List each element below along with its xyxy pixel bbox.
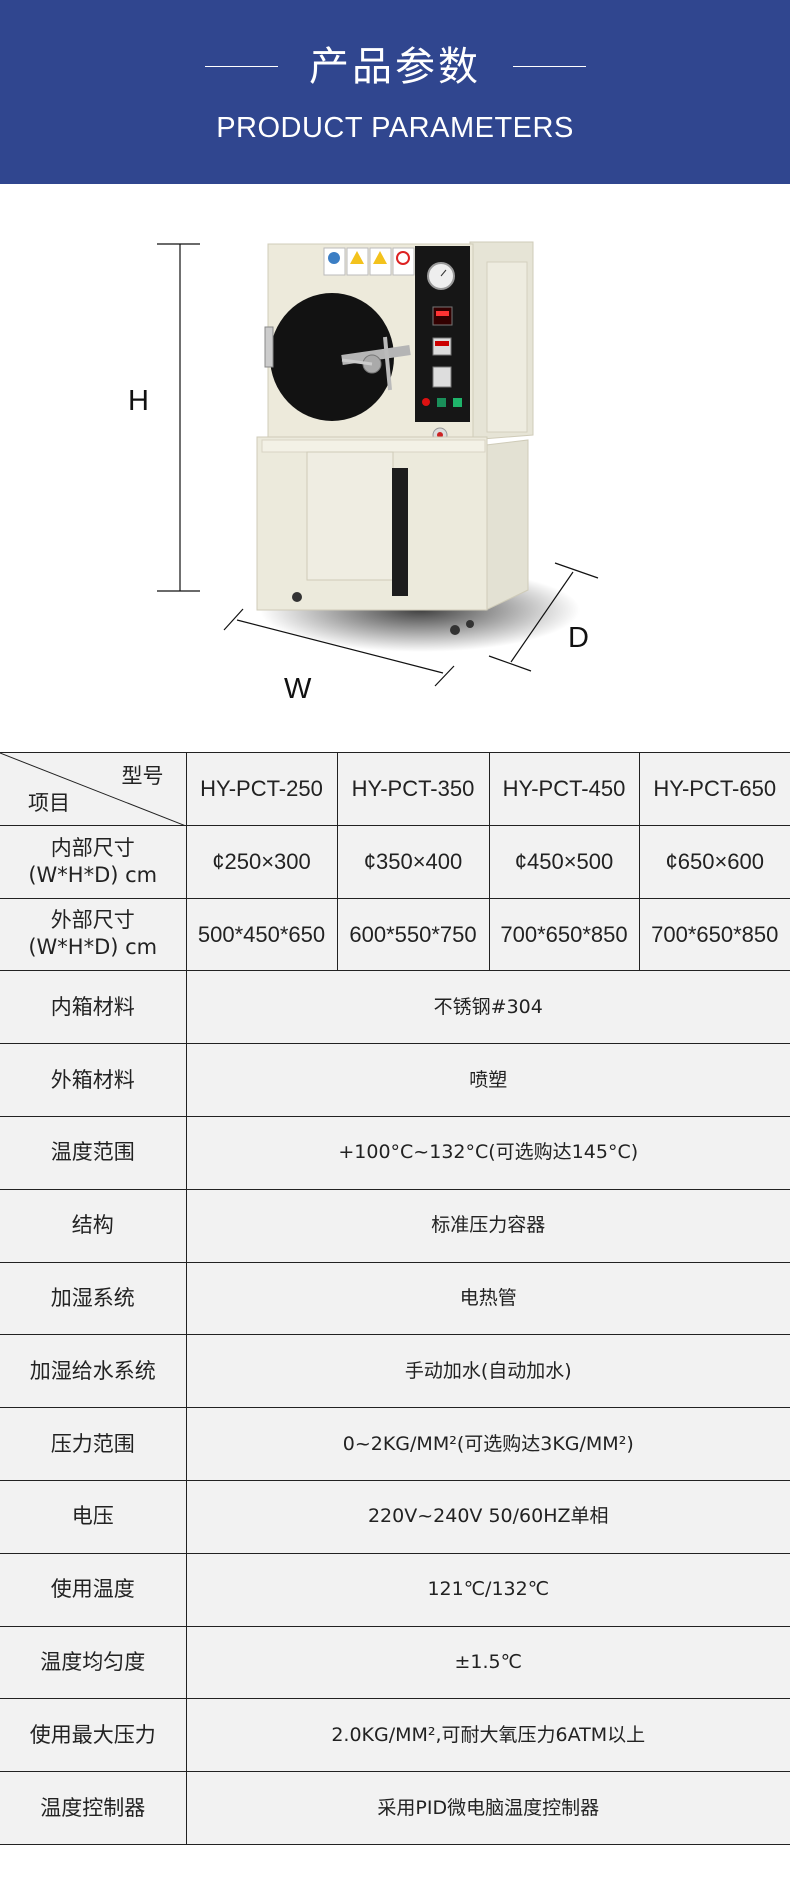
row-value: 手动加水(自动加水) [185, 1334, 790, 1409]
corner-cell: 型号 项目 [0, 752, 187, 826]
row-value: 电热管 [185, 1261, 790, 1336]
item-header: 项目 [28, 790, 70, 815]
row-value: 121℃/132℃ [185, 1552, 790, 1627]
page-subtitle: PRODUCT PARAMETERS [216, 112, 574, 144]
row-label: 温度均匀度 [0, 1625, 187, 1700]
table-header-row: 型号 项目 HY-PCT-250 HY-PCT-350 HY-PCT-450 H… [0, 752, 790, 826]
row-label: 外箱材料 [0, 1043, 187, 1117]
row-label: 内箱材料 [0, 970, 187, 1045]
row-value: 0~2KG/MM²(可选购达3KG/MM²) [185, 1407, 790, 1481]
model-column-header: HY-PCT-350 [336, 752, 490, 826]
power-indicator-icon [422, 398, 430, 406]
caster-wheel-icon [292, 592, 302, 602]
title-right-rule [513, 66, 586, 67]
model-header: 型号 [121, 764, 164, 788]
row-label-line: 外部尺寸 [50, 908, 135, 933]
table-row: 外箱材料喷塑 [0, 1043, 790, 1117]
model-value-cell: 500*450*650 [185, 897, 338, 972]
row-label: 温度控制器 [0, 1771, 187, 1845]
model-column-header: HY-PCT-450 [488, 752, 640, 826]
row-label: 内部尺寸(W*H*D) cm [0, 824, 187, 899]
row-label: 温度范围 [0, 1115, 187, 1190]
table-row: 内部尺寸(W*H*D) cm¢250×300¢350×400¢450×500¢6… [0, 824, 790, 899]
parameters-table: 型号 项目 HY-PCT-250 HY-PCT-350 HY-PCT-450 H… [0, 752, 790, 1845]
height-label: H [128, 385, 149, 417]
caster-wheel-icon [450, 625, 460, 635]
table-row: 结构标准压力容器 [0, 1188, 790, 1263]
row-value: 220V~240V 50/60HZ单相 [185, 1479, 790, 1554]
row-label: 使用最大压力 [0, 1698, 187, 1773]
model-value-cell: ¢450×500 [488, 824, 640, 899]
diagonal-divider [0, 753, 186, 826]
model-column-header: HY-PCT-650 [638, 752, 790, 826]
model-value-cell: 700*650*850 [638, 897, 790, 972]
depth-dimension-line [488, 562, 599, 672]
row-label: 使用温度 [0, 1552, 187, 1627]
model-value-cell: ¢350×400 [336, 824, 490, 899]
water-level-window [392, 468, 408, 596]
page-title: 产品参数 [309, 44, 481, 90]
height-dimension-line [157, 243, 200, 592]
row-value: 采用PID微电脑温度控制器 [185, 1771, 790, 1845]
chamber-door [270, 293, 394, 421]
pressure-chamber-illustration: H W D [128, 241, 599, 705]
table-row: 温度控制器采用PID微电脑温度控制器 [0, 1771, 790, 1845]
width-label: W [284, 673, 312, 705]
table-row: 加湿给水系统手动加水(自动加水) [0, 1334, 790, 1409]
title-left-rule [205, 66, 278, 67]
row-label-line: (W*H*D) cm [28, 862, 158, 887]
row-value: 2.0KG/MM²,可耐大氧压力6ATM以上 [185, 1698, 790, 1773]
row-label-line: 内部尺寸 [50, 835, 135, 860]
width-dimension-line [223, 608, 455, 687]
model-value-cell: 600*550*750 [336, 897, 490, 972]
start-button-icon [437, 398, 446, 407]
cabinet-door [306, 451, 394, 581]
side-vent-panel [486, 261, 528, 433]
row-value: 喷塑 [185, 1043, 790, 1117]
row-label-line: (W*H*D) cm [28, 935, 158, 960]
row-value: +100°C~132°C(可选购达145°C) [185, 1115, 790, 1190]
row-value: 不锈钢#304 [185, 970, 790, 1045]
depth-label: D [568, 622, 589, 654]
table-row: 温度均匀度±1.5℃ [0, 1625, 790, 1700]
table-row: 内箱材料不锈钢#304 [0, 970, 790, 1045]
row-label: 外部尺寸(W*H*D) cm [0, 897, 187, 972]
row-label: 结构 [0, 1188, 187, 1263]
row-label: 电压 [0, 1479, 187, 1554]
row-value: 标准压力容器 [185, 1188, 790, 1263]
model-column-header: HY-PCT-250 [185, 752, 338, 826]
door-handle [341, 345, 411, 365]
table-row: 温度范围+100°C~132°C(可选购达145°C) [0, 1115, 790, 1190]
heat-button-icon [453, 398, 462, 407]
model-value-cell: ¢650×600 [638, 824, 790, 899]
controller-display [432, 366, 452, 388]
caster-wheel-icon [466, 620, 474, 628]
row-label: 加湿给水系统 [0, 1334, 187, 1409]
row-label: 压力范围 [0, 1407, 187, 1481]
row-value: ±1.5℃ [185, 1625, 790, 1700]
product-figure: H W D [0, 184, 790, 750]
table-row: 加湿系统电热管 [0, 1261, 790, 1336]
row-label: 加湿系统 [0, 1261, 187, 1336]
model-value-cell: ¢250×300 [185, 824, 338, 899]
timer-display [432, 337, 452, 356]
lower-side-panel [485, 439, 529, 611]
header-banner: 产品参数 PRODUCT PARAMETERS [0, 0, 790, 184]
model-value-cell: 700*650*850 [488, 897, 640, 972]
